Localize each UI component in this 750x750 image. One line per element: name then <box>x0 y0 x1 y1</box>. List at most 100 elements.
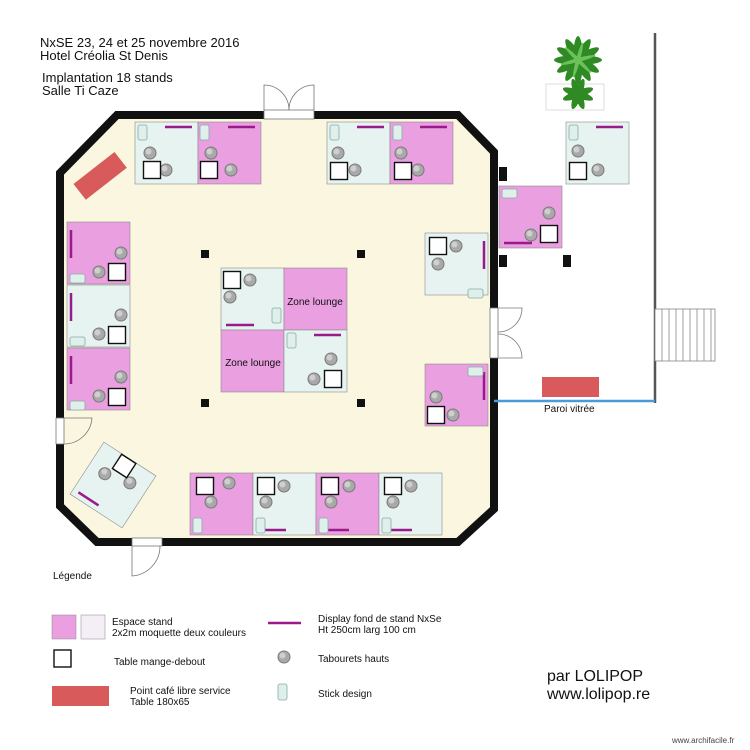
legend-display-label-2: Ht 250cm larg 100 cm <box>318 625 416 636</box>
header-layout: Implantation 18 stands <box>42 70 173 85</box>
stand <box>69 441 157 529</box>
stand <box>326 121 391 185</box>
legend-stool-icon <box>277 650 291 664</box>
legend-stand-label-2: 2x2m moquette deux couleurs <box>112 628 246 639</box>
stick-icon <box>329 124 340 141</box>
stool-icon <box>342 479 356 493</box>
stands-layer <box>66 121 630 536</box>
stool-icon <box>404 479 418 493</box>
legend-stick-icon <box>277 683 288 701</box>
hall-wall <box>314 111 498 308</box>
table-icon <box>199 160 219 180</box>
stool-icon <box>324 495 338 509</box>
legend-cafe <box>52 686 109 706</box>
stool-icon <box>92 327 106 341</box>
stand <box>220 267 285 331</box>
stick-icon <box>192 517 203 534</box>
stick-icon <box>69 400 86 411</box>
stand <box>197 121 262 185</box>
stand <box>424 232 489 299</box>
stool-icon <box>222 476 236 490</box>
stool-icon <box>159 163 173 177</box>
glass-wall-label: Paroi vitrée <box>544 404 595 415</box>
table-icon <box>107 325 127 345</box>
stool-icon <box>204 495 218 509</box>
stool-icon <box>114 370 128 384</box>
stool-icon <box>571 144 585 158</box>
stool-icon <box>92 389 106 403</box>
table-icon <box>428 236 448 256</box>
stool-icon <box>386 495 400 509</box>
stool-icon <box>446 408 460 422</box>
stool-icon <box>223 290 237 304</box>
stick-icon <box>69 273 86 284</box>
lounge-label: Zone lounge <box>287 297 343 308</box>
stool-icon <box>429 390 443 404</box>
hall-wall <box>56 444 132 546</box>
legend-title: Légende <box>53 571 92 582</box>
credit-url[interactable]: www.lolipop.re <box>547 686 651 703</box>
door-icon <box>263 84 315 120</box>
stand-carpet <box>220 329 285 393</box>
stool-icon <box>411 163 425 177</box>
pillar-icon <box>201 167 571 407</box>
legend-stool-label: Tabourets hauts <box>318 654 390 665</box>
stand-display <box>77 491 100 507</box>
stand <box>378 472 443 536</box>
stand <box>134 121 199 185</box>
stool-icon <box>542 206 556 220</box>
stick-icon <box>137 124 148 141</box>
watermark: www.archifacile.fr <box>672 736 735 745</box>
plant-icon <box>545 36 605 111</box>
cafe-table <box>73 151 127 200</box>
stool-icon <box>449 239 463 253</box>
table-icon <box>256 476 276 496</box>
stand <box>66 284 131 348</box>
stool-icon <box>431 257 445 271</box>
stool-icon <box>591 163 605 177</box>
stick-icon <box>199 124 210 141</box>
legend-stand-light <box>80 614 106 640</box>
legend-display-label: Display fond de stand NxSe <box>318 614 442 625</box>
legend-stand-pink <box>51 614 77 640</box>
stool-icon <box>143 146 157 160</box>
table-icon <box>107 262 127 282</box>
table-icon <box>107 387 127 407</box>
stairs-icon <box>654 308 716 362</box>
stick-icon <box>318 517 329 534</box>
legend-stand-label: Espace stand <box>112 617 173 628</box>
stool-icon <box>259 495 273 509</box>
door-icon <box>131 537 163 577</box>
header-room: Salle Ti Caze <box>42 83 119 98</box>
stand <box>424 363 489 427</box>
legend-stick-label: Stick design <box>318 689 372 700</box>
stand <box>189 472 254 536</box>
stool-icon <box>348 163 362 177</box>
table-icon <box>320 476 340 496</box>
stool-icon <box>277 479 291 493</box>
stool-icon <box>331 146 345 160</box>
door-icon <box>489 307 523 359</box>
table-icon <box>222 270 242 290</box>
table-icon <box>329 161 349 181</box>
stick-icon <box>501 188 518 199</box>
stand <box>283 329 348 393</box>
stick-icon <box>255 517 266 534</box>
table-icon <box>426 405 446 425</box>
legend-table-label: Table mange-debout <box>114 657 206 668</box>
stick-icon <box>271 307 282 324</box>
header-event: NxSE 23, 24 et 25 novembre 2016 <box>40 35 240 50</box>
table-icon <box>195 476 215 496</box>
stool-icon <box>243 273 257 287</box>
legend-cafe-label-2: Table 180x65 <box>130 697 190 708</box>
hall-wall <box>56 111 264 418</box>
table-icon <box>142 160 162 180</box>
stick-icon <box>69 336 86 347</box>
stick-icon <box>286 332 297 349</box>
table-icon <box>539 224 559 244</box>
table-icon <box>323 369 343 389</box>
table-icon <box>383 476 403 496</box>
stool-icon <box>394 146 408 160</box>
